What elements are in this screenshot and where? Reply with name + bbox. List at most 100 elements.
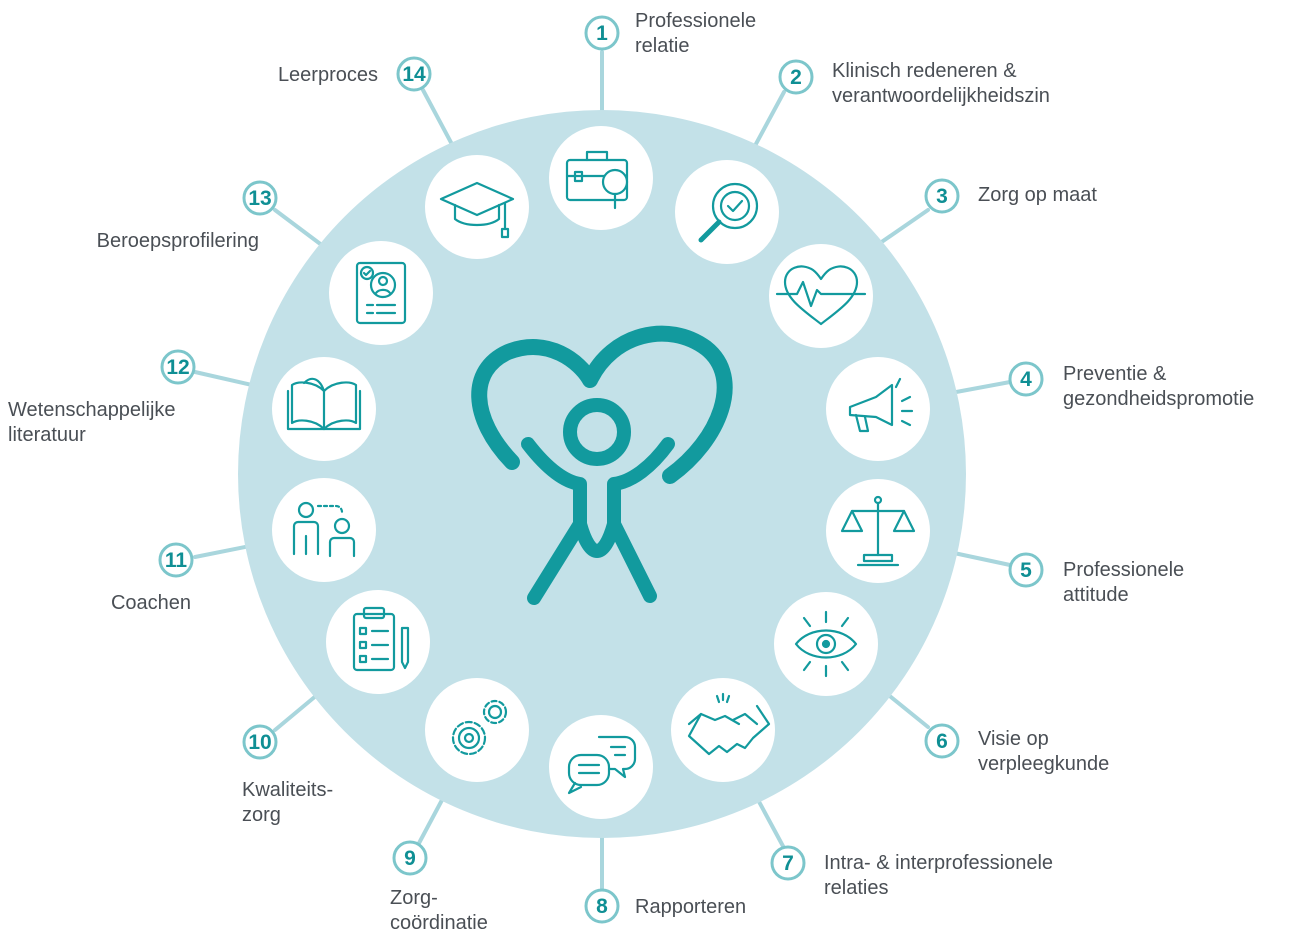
- label-line-1: Kwaliteits-: [242, 779, 333, 801]
- icon-circle-10: [326, 590, 430, 694]
- clipboard-checklist-icon: [352, 606, 410, 672]
- badge-circle: [242, 724, 278, 760]
- icon-circle-14: [425, 155, 529, 259]
- competency-label-13: Beroepsprofilering: [97, 230, 259, 252]
- badge-circle: [924, 178, 960, 214]
- number-badge-11: 11: [158, 542, 194, 578]
- badge-number: 9: [404, 847, 416, 870]
- badge-circle: [158, 542, 194, 578]
- open-book-icon: [286, 377, 362, 431]
- badge-circle: [1008, 361, 1044, 397]
- label-line-2: relatie: [635, 35, 689, 57]
- label-line-1: Klinisch redeneren &: [832, 60, 1017, 82]
- number-badge-4: 4: [1008, 361, 1044, 397]
- label-line-2: attitude: [1063, 584, 1129, 606]
- label-line-1: Zorg op maat: [978, 184, 1097, 206]
- label-line-1: Professionele: [635, 10, 756, 32]
- number-badge-5: 5: [1008, 552, 1044, 588]
- icon-circle-9: [425, 678, 529, 782]
- label-line-2: gezondheidspromotie: [1063, 388, 1254, 410]
- label-line-2: relaties: [824, 877, 888, 899]
- competency-label-4: Preventie & gezondheidspromotie: [1063, 363, 1254, 410]
- competency-label-1: Professionele relatie: [635, 10, 756, 57]
- badge-circle: [392, 840, 428, 876]
- competency-label-14: Leerproces: [278, 64, 378, 86]
- badge-number: 14: [402, 63, 426, 86]
- chat-bubbles-icon: [567, 735, 637, 795]
- competency-label-10: Kwaliteits-zorg: [242, 779, 333, 826]
- label-line-1: Wetenschappelijke: [8, 399, 176, 421]
- competency-label-6: Visie op verpleegkunde: [978, 728, 1109, 775]
- badge-circle: [924, 723, 960, 759]
- badge-number: 2: [790, 66, 802, 89]
- profile-document-icon: [355, 261, 407, 325]
- heart-person-logo: [471, 325, 733, 605]
- icon-circle-2: [675, 160, 779, 264]
- badge-number: 12: [166, 356, 189, 379]
- badge-number: 1: [596, 22, 608, 45]
- number-badge-6: 6: [924, 723, 960, 759]
- competency-label-7: Intra- & interprofessionele relaties: [824, 852, 1053, 899]
- badge-number: 8: [596, 895, 608, 918]
- number-badge-10: 10: [242, 724, 278, 760]
- competency-label-12: Wetenschappelijke literatuur: [8, 399, 176, 446]
- icon-circle-13: [329, 241, 433, 345]
- icon-circle-7: [671, 678, 775, 782]
- competency-label-11: Coachen: [111, 592, 191, 614]
- eye-icon: [794, 610, 858, 678]
- label-line-1: Leerproces: [278, 64, 378, 86]
- badge-number: 3: [936, 185, 948, 208]
- number-badge-8: 8: [584, 888, 620, 924]
- graduation-cap-icon: [439, 181, 515, 239]
- icon-circle-4: [826, 357, 930, 461]
- number-badge-12: 12: [160, 349, 196, 385]
- label-line-1: Coachen: [111, 592, 191, 614]
- badge-number: 4: [1020, 368, 1032, 391]
- connector-14: [421, 88, 457, 152]
- label-line-1: Rapporteren: [635, 896, 746, 918]
- label-line-2: verpleegkunde: [978, 753, 1109, 775]
- label-line-2: literatuur: [8, 424, 86, 446]
- badge-number: 13: [248, 187, 271, 210]
- badge-circle: [160, 349, 196, 385]
- badge-circle: [396, 56, 432, 92]
- badge-number: 11: [165, 549, 188, 572]
- icon-circle-11: [272, 478, 376, 582]
- label-line-1: Preventie &: [1063, 363, 1167, 385]
- gears-icon: [451, 699, 508, 756]
- magnifier-check-icon: [698, 182, 759, 243]
- label-line-1: Visie op: [978, 728, 1049, 750]
- label-line-2: verantwoordelijkheidszin: [832, 85, 1050, 107]
- mentor-people-icon: [292, 501, 356, 558]
- badge-number: 10: [248, 731, 271, 754]
- competency-label-3: Zorg op maat: [978, 184, 1097, 206]
- competency-label-8: Rapporteren: [635, 896, 746, 918]
- megaphone-icon: [848, 377, 914, 433]
- number-badge-1: 1: [584, 15, 620, 51]
- label-line-2: zorg: [242, 804, 281, 826]
- badge-number: 7: [782, 852, 794, 875]
- heart-pulse-icon: [775, 265, 867, 326]
- scales-icon: [840, 495, 916, 567]
- badge-circle: [770, 845, 806, 881]
- badge-number: 6: [936, 730, 948, 753]
- number-badge-14: 14: [396, 56, 432, 92]
- label-line-1: Beroepsprofilering: [97, 230, 259, 252]
- handshake-icon: [687, 692, 771, 756]
- competency-label-9: Zorg-coördinatie: [390, 887, 488, 931]
- briefcase-search-icon: [565, 150, 629, 210]
- badge-circle: [242, 180, 278, 216]
- badge-circle: [1008, 552, 1044, 588]
- label-line-1: Intra- & interprofessionele: [824, 852, 1053, 874]
- badge-circle: [584, 888, 620, 924]
- number-badge-3: 3: [924, 178, 960, 214]
- label-line-2: coördinatie: [390, 912, 488, 931]
- number-badge-2: 2: [778, 59, 814, 95]
- icon-circle-1: [549, 126, 653, 230]
- badge-circle: [584, 15, 620, 51]
- badge-number: 5: [1020, 559, 1032, 582]
- icon-circle-3: [769, 244, 873, 348]
